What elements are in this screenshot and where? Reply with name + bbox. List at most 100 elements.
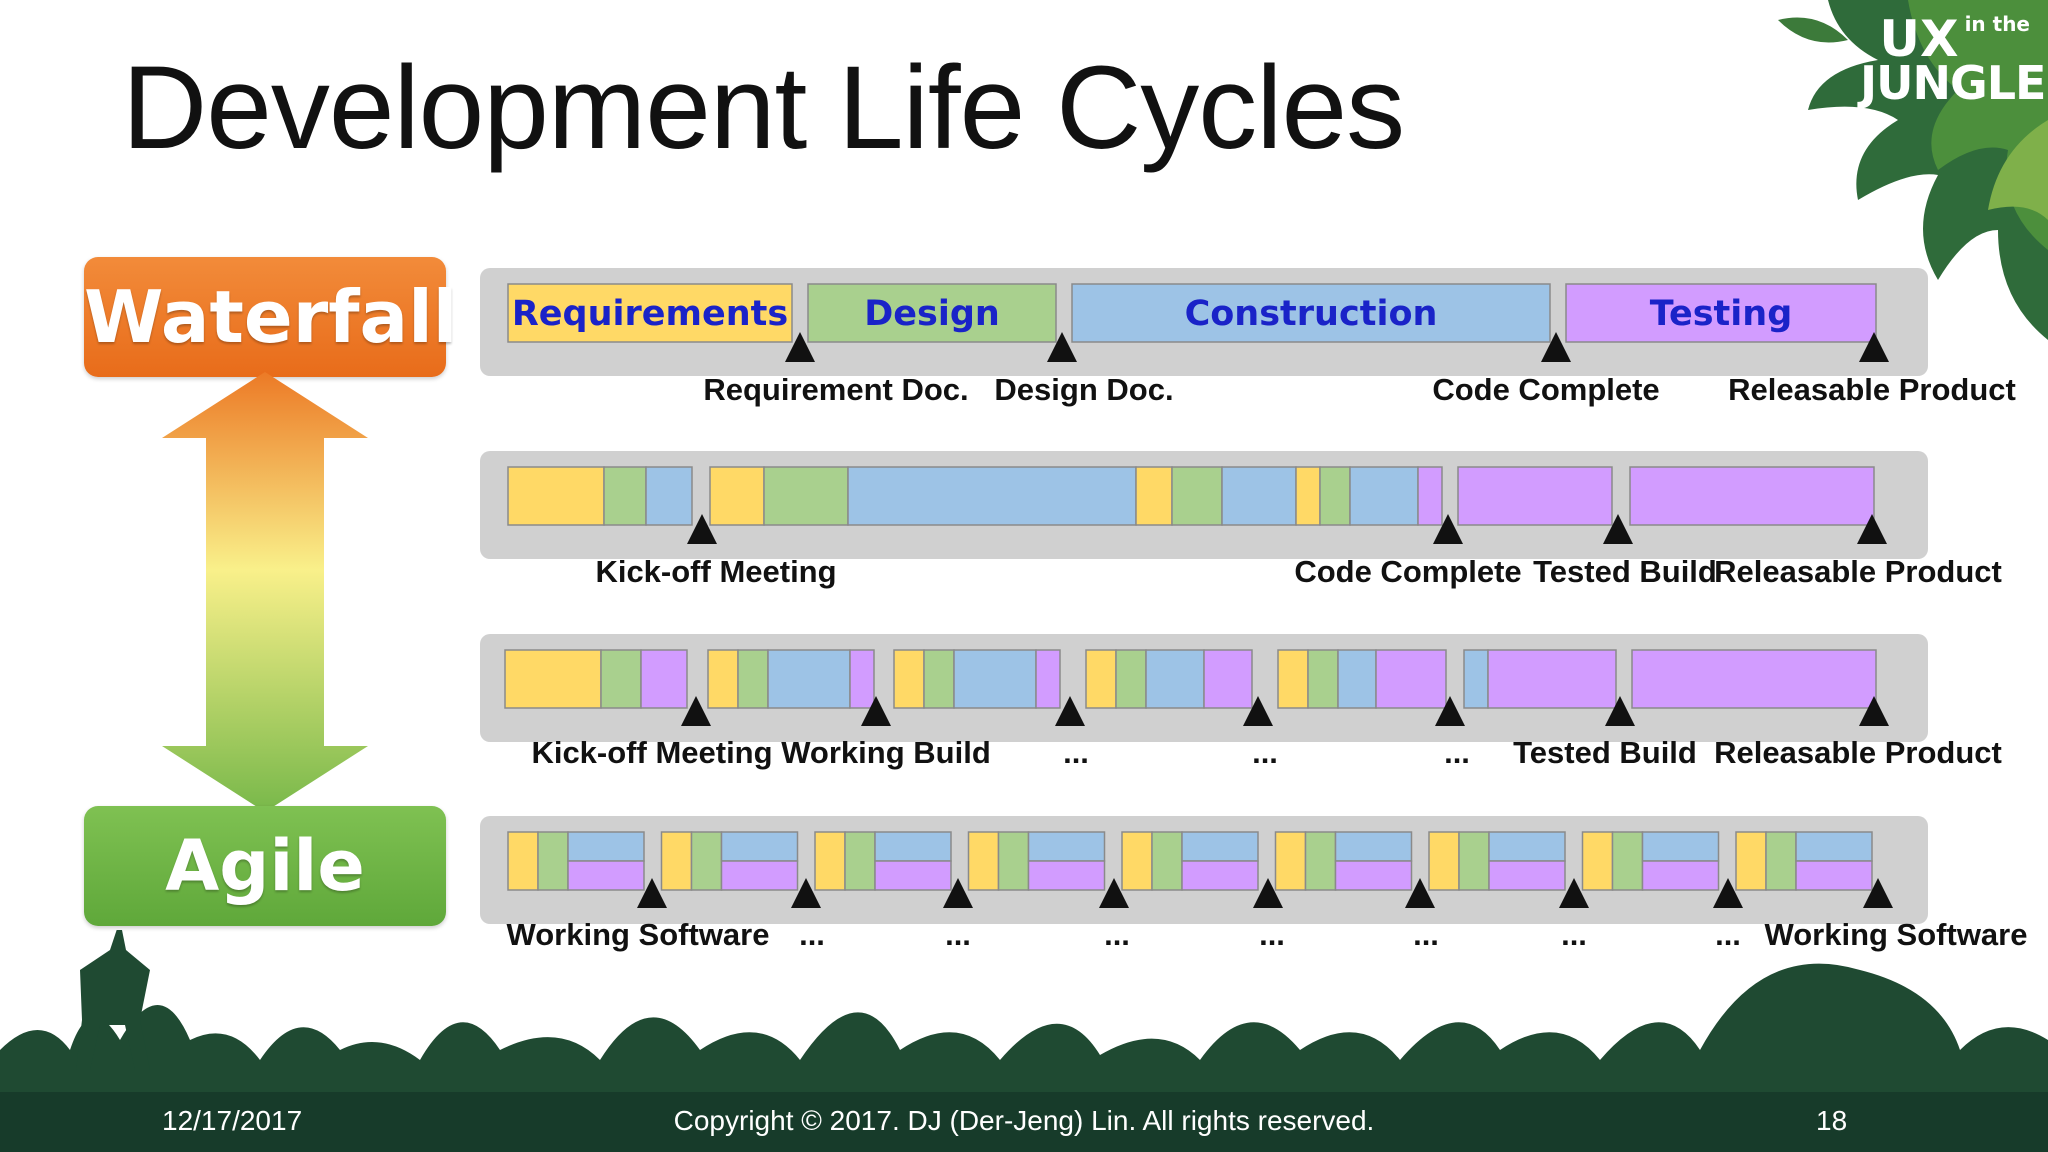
design-segment: [1151, 831, 1183, 891]
construction-segment: [847, 466, 1137, 526]
milestone-label: ...: [1561, 917, 1587, 952]
construction-segment: [1027, 831, 1106, 862]
requirements-segment: [967, 831, 1000, 891]
foliage-decoration: [1778, 0, 2048, 340]
milestone-label: Code Complete: [1294, 554, 1521, 589]
requirements-segment: [1277, 649, 1309, 709]
design-segment: [1307, 649, 1339, 709]
testing-segment: [640, 649, 688, 709]
brand-line1: UX: [1879, 10, 1959, 68]
testing-segment: [1027, 860, 1106, 891]
design-segment: [1304, 831, 1337, 891]
requirements-segment: [814, 831, 846, 891]
milestone-marker: [1243, 696, 1273, 726]
design-segment: [923, 649, 955, 709]
footer-date: 12/17/2017: [162, 1105, 303, 1136]
testing-segment: [1641, 860, 1720, 891]
design-segment: [997, 831, 1030, 891]
milestone-label: ...: [1063, 735, 1089, 770]
design-segment: [537, 831, 569, 891]
construction-segment: [767, 649, 851, 709]
brand-line2: JUNGLE: [1860, 56, 2046, 110]
milestone-label: Tested Build: [1533, 554, 1717, 589]
construction-segment: [567, 831, 645, 862]
phase-testing: [1565, 283, 1877, 343]
testing-segment: [1035, 649, 1061, 709]
milestone-label: Working Build: [781, 735, 991, 770]
milestone-label: ...: [1444, 735, 1470, 770]
design-segment: [1765, 831, 1797, 891]
testing-segment: [849, 649, 875, 709]
requirements-segment: [1274, 831, 1307, 891]
testing-segment: [1631, 649, 1877, 709]
requirements-segment: [709, 466, 765, 526]
milestone-label: Releasable Product: [1714, 554, 2002, 589]
construction-segment: [1337, 649, 1377, 709]
testing-segment: [1203, 649, 1253, 709]
milestone-marker: [1541, 332, 1571, 362]
requirements-segment: [507, 466, 605, 526]
milestone-label: Working Software: [507, 917, 770, 952]
requirements-segment: [707, 649, 739, 709]
testing-segment: [1795, 860, 1873, 891]
milestone-label: Requirement Doc.: [703, 372, 968, 407]
requirements-segment: [660, 831, 693, 891]
footer-copyright: Copyright © 2017. DJ (Der-Jeng) Lin. All…: [673, 1105, 1375, 1136]
construction-segment: [1221, 466, 1297, 526]
milestone-marker: [1405, 878, 1435, 908]
requirements-segment: [1121, 831, 1153, 891]
waterfall-label: Waterfall: [84, 257, 457, 377]
agile-label: Agile: [84, 806, 446, 926]
requirements-segment: [507, 831, 539, 891]
design-segment: [600, 649, 642, 709]
phase-label-requirements: Requirements: [512, 294, 788, 334]
testing-segment: [1375, 649, 1447, 709]
construction-segment: [1488, 831, 1566, 862]
phase-design: [807, 283, 1057, 343]
milestone-marker: [1559, 878, 1589, 908]
milestone-marker: [1859, 696, 1889, 726]
milestone-label: ...: [1259, 917, 1285, 952]
design-segment: [603, 466, 647, 526]
milestone-label: Code Complete: [1432, 372, 1659, 407]
milestone-marker: [1603, 514, 1633, 544]
construction-segment: [953, 649, 1037, 709]
design-segment: [1171, 466, 1223, 526]
milestone-label: ...: [1715, 917, 1741, 952]
design-segment: [1115, 649, 1147, 709]
testing-segment: [1629, 466, 1875, 526]
testing-segment: [874, 860, 952, 891]
milestone-marker: [1863, 878, 1893, 908]
testing-segment: [1488, 860, 1566, 891]
construction-segment: [1463, 649, 1489, 709]
milestone-marker: [1253, 878, 1283, 908]
construction-segment: [1795, 831, 1873, 862]
spectrum-double-arrow: [162, 372, 368, 812]
brand-line1-small: in the: [1964, 12, 2030, 36]
milestone-marker: [1857, 514, 1887, 544]
milestone-label: ...: [1413, 917, 1439, 952]
milestone-marker: [1055, 696, 1085, 726]
testing-segment: [720, 860, 799, 891]
requirements-segment: [1735, 831, 1767, 891]
milestone-marker: [1099, 878, 1129, 908]
milestone-label: Releasable Product: [1728, 372, 2016, 407]
milestone-marker: [637, 878, 667, 908]
milestone-marker: [785, 332, 815, 362]
construction-segment: [1334, 831, 1413, 862]
phase-label-design: Design: [864, 294, 1000, 334]
slide-title: Development Life Cycles: [122, 42, 1405, 174]
design-segment: [1611, 831, 1644, 891]
phase-construction: [1071, 283, 1551, 343]
testing-segment: [1457, 466, 1613, 526]
milestone-label: ...: [945, 917, 971, 952]
testing-segment: [1181, 860, 1259, 891]
construction-segment: [1349, 466, 1419, 526]
milestone-label: Releasable Product: [1714, 735, 2002, 770]
milestone-label: ...: [799, 917, 825, 952]
design-segment: [763, 466, 849, 526]
phase-requirements: [507, 283, 793, 343]
testing-segment: [1334, 860, 1413, 891]
